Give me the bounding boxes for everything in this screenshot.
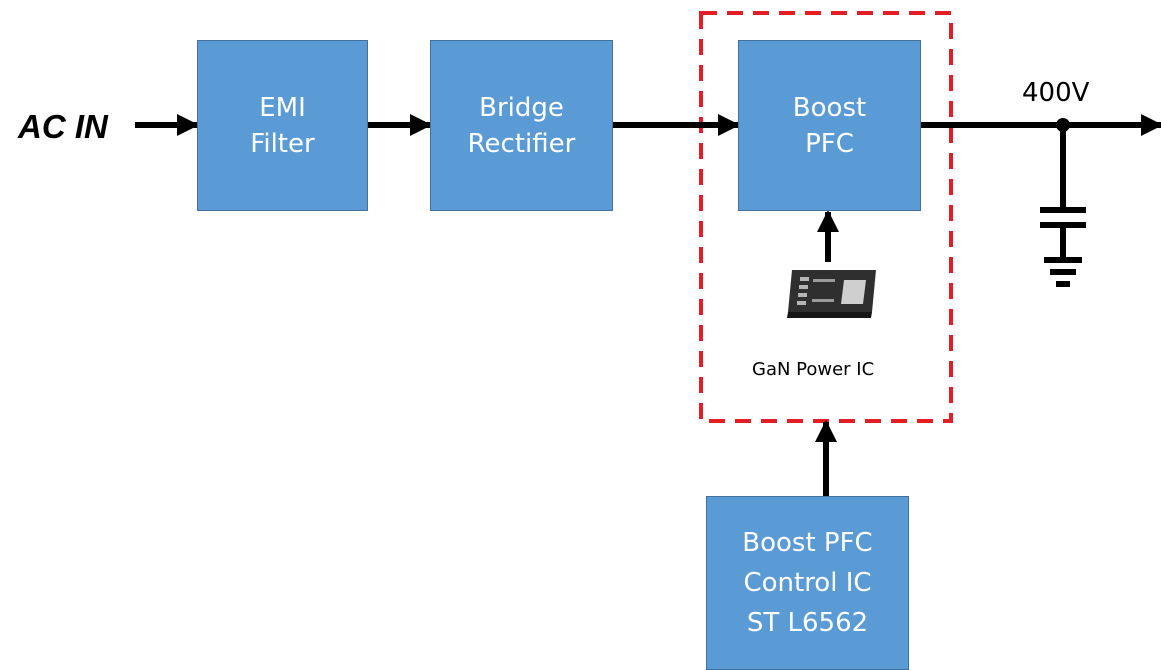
bridge-rectifier-label-line2: Rectifier <box>467 128 576 159</box>
output-voltage-label: 400V <box>1022 78 1090 108</box>
gan-chip-icon <box>787 270 876 318</box>
boost-pfc-label-line2: PFC <box>805 128 854 159</box>
boost-pfc-block: Boost PFC <box>738 40 921 211</box>
emi-filter-label-line1: EMI <box>259 92 306 123</box>
pfc-controller-label-line2: Control IC <box>743 568 872 598</box>
pfc-controller-label-line3: ST L6562 <box>746 608 869 638</box>
pfc-controller-label-line1: Boost PFC <box>742 528 873 558</box>
bridge-rectifier-label-line1: Bridge <box>479 92 564 123</box>
gan-power-ic-label: GaN Power IC <box>752 359 875 380</box>
emi-filter-label-line2: Filter <box>250 128 315 159</box>
emi-filter-block: EMI Filter <box>197 40 368 211</box>
ac-input-label: AC IN <box>18 108 108 145</box>
pfc-controller-block: Boost PFC Control IC ST L6562 <box>706 496 909 670</box>
boost-pfc-label-line1: Boost <box>792 92 867 123</box>
bridge-rectifier-block: Bridge Rectifier <box>430 40 613 211</box>
